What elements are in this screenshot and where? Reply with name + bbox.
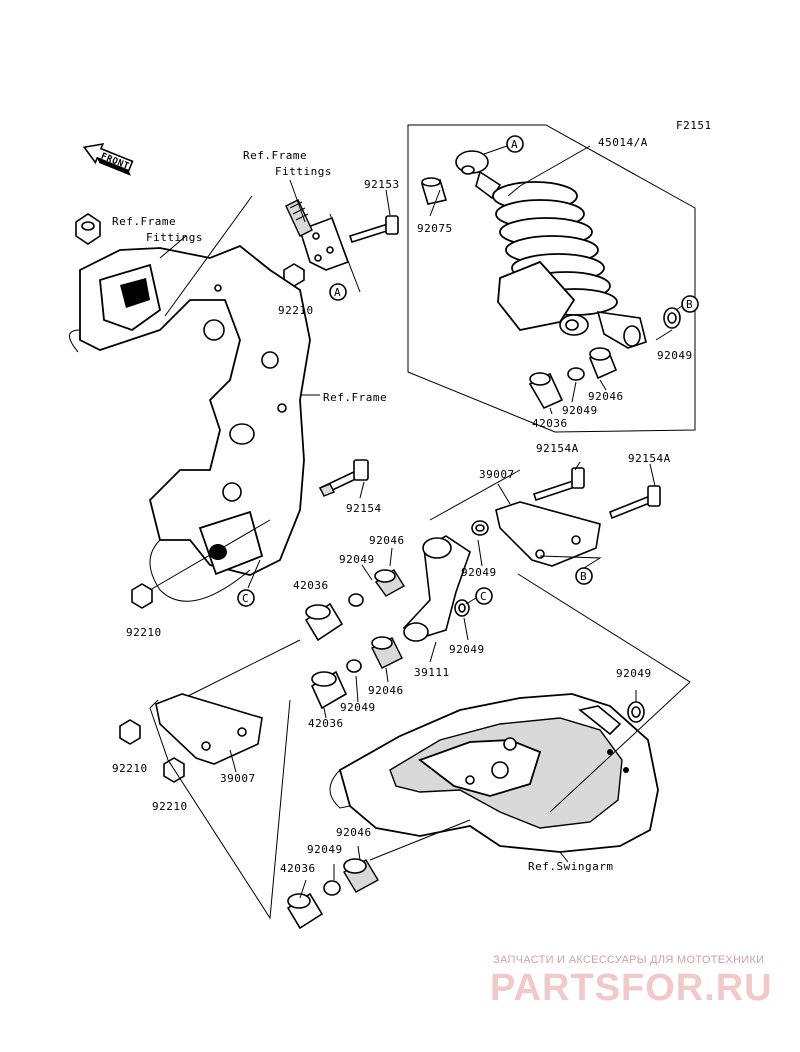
bolt-92154A-left [532, 467, 585, 502]
figure-code: F2151 [676, 119, 712, 132]
label-39007-lower: 39007 [220, 772, 256, 785]
svg-text:B: B [580, 570, 587, 583]
watermark-brand: PARTSFOR.RU [490, 967, 773, 1009]
label-92046-b: 92046 [368, 684, 404, 697]
callout-ref-frame-fittings-top-2: Fittings [275, 165, 332, 178]
label-92049-swingarm: 92049 [616, 667, 652, 680]
label-92153: 92153 [364, 178, 400, 191]
callout-ref-frame-fittings-top-1: Ref.Frame [243, 149, 307, 162]
bearing-92046-a [374, 569, 405, 597]
callout-ref-frame-fittings-left-2: Fittings [146, 231, 203, 244]
callout-ref-frame-fittings-left-1: Ref.Frame [112, 215, 176, 228]
svg-text:C: C [480, 590, 487, 603]
tie-rod-39007-lower [155, 693, 263, 765]
watermark-tagline: ЗАПЧАСТИ И АКСЕССУАРЫ ДЛЯ МОТОТЕХНИКИ [493, 954, 764, 966]
label-92046-a: 92046 [369, 534, 405, 547]
collar-42036-shock [528, 372, 564, 410]
svg-text:B: B [686, 298, 693, 311]
label-42036-c: 42036 [280, 862, 316, 875]
label-92075: 92075 [417, 222, 453, 235]
label-92049-rocker-top: 92049 [461, 566, 497, 579]
label-92210-lower-b: 92210 [152, 800, 188, 813]
ref-A-top: A [506, 135, 524, 153]
swingarm-outline [338, 693, 659, 853]
collar-42036-c [286, 892, 324, 930]
bolt-92154 [318, 459, 369, 497]
label-92046-c: 92046 [336, 826, 372, 839]
frame-fittings-bracket [285, 199, 350, 271]
washer-92049-c [346, 659, 362, 673]
bearing-92046-b [371, 636, 403, 669]
collar-42036-b [310, 670, 348, 710]
washer-92049-shock-center [567, 367, 585, 381]
svg-text:A: A [334, 286, 341, 299]
callout-ref-frame: Ref.Frame [323, 391, 387, 404]
rocker-arm-39111 [402, 535, 471, 642]
shock-absorber-box [407, 124, 696, 433]
ref-B-link: B [575, 567, 593, 585]
bolt-92153 [348, 215, 399, 243]
label-92049-rocker-mid: 92049 [449, 643, 485, 656]
ref-C-link: C [475, 587, 493, 605]
label-42036-shock: 42036 [532, 417, 568, 430]
ref-C-frame: C [237, 589, 255, 607]
bearing-92046-c [343, 858, 379, 893]
washer-92049-bottom [323, 880, 341, 896]
label-92154A-right: 92154A [628, 452, 671, 465]
label-92049-shock-center: 92049 [562, 404, 598, 417]
bolt-92154A-right [609, 485, 661, 520]
nut-92210-left [131, 583, 153, 609]
washer-92049-rocker-top [471, 520, 489, 536]
shock-absorber [455, 150, 647, 349]
label-92046-shock: 92046 [588, 390, 624, 403]
washer-92049-shock-right [663, 307, 681, 329]
label-45014A: 45014/A [598, 136, 648, 149]
collar-42036-a [304, 602, 344, 642]
ref-B-shock: B [681, 295, 699, 313]
label-92210-left: 92210 [126, 626, 162, 639]
svg-text:A: A [511, 138, 518, 151]
nut-frame-fittings-left [75, 213, 101, 245]
label-39007-upper: 39007 [479, 468, 515, 481]
washer-92049-rocker-mid [454, 599, 470, 617]
label-92049-shock-right: 92049 [657, 349, 693, 362]
frame-outline [79, 244, 311, 576]
ref-A-fitting: A [329, 283, 347, 301]
callout-ref-swingarm: Ref.Swingarm [528, 860, 613, 873]
front-arrow-icon: FRONT [82, 142, 134, 176]
label-39111: 39111 [414, 666, 450, 679]
label-42036-a: 42036 [293, 579, 329, 592]
svg-text:C: C [242, 592, 249, 605]
bushing-92075 [420, 177, 448, 205]
label-42036-b: 42036 [308, 717, 344, 730]
washer-92049-b [348, 593, 364, 607]
label-92049-bottom: 92049 [307, 843, 343, 856]
label-92154A-left: 92154A [536, 442, 579, 455]
washer-92049-swingarm [627, 701, 645, 723]
label-92210-lower-a: 92210 [112, 762, 148, 775]
label-92210-top: 92210 [278, 304, 314, 317]
label-92154: 92154 [346, 502, 382, 515]
nut-92210-lower-a [119, 719, 141, 745]
bearing-92046-shock [588, 347, 618, 380]
label-92049-b: 92049 [339, 553, 375, 566]
label-92049-c: 92049 [340, 701, 376, 714]
